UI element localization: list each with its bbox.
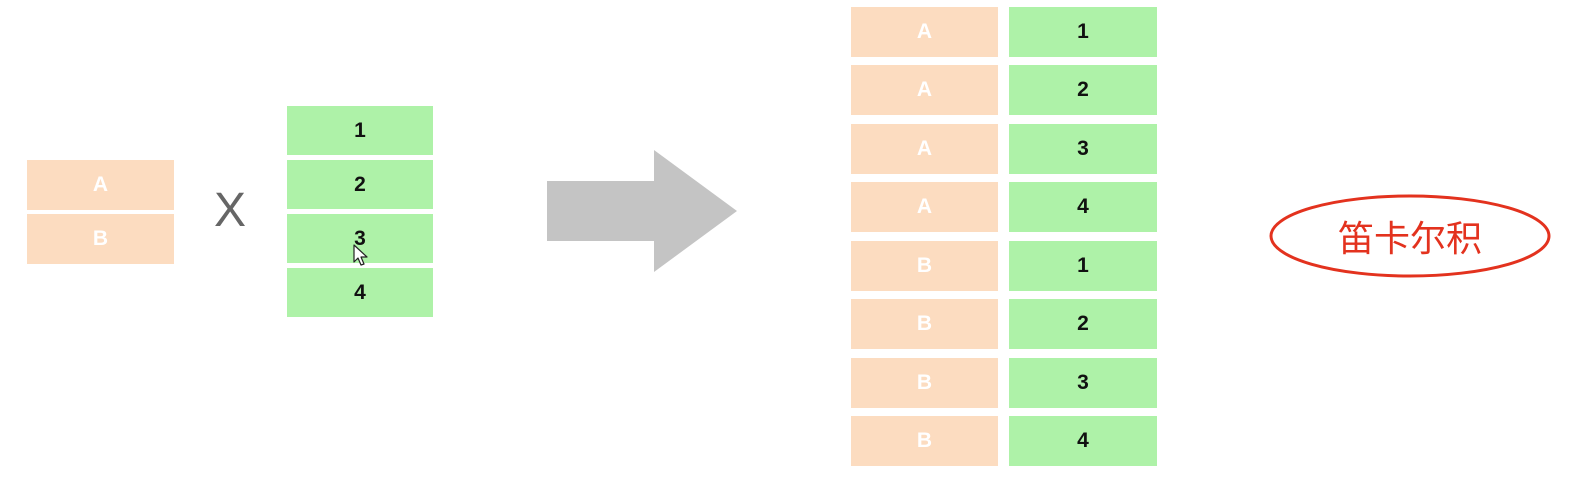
- result-row-6-right: 2: [1009, 299, 1157, 349]
- cartesian-product-label: 笛卡尔积: [1337, 219, 1482, 260]
- set-right-item-2: 2: [287, 160, 433, 209]
- result-row-2-left: A: [851, 65, 998, 115]
- set-right-item-4: 4: [287, 268, 433, 317]
- mouse-cursor-icon: [353, 244, 368, 266]
- result-row-8-right: 4: [1009, 416, 1157, 466]
- result-row-7-right: 3: [1009, 358, 1157, 408]
- multiply-sign: X: [213, 183, 246, 237]
- result-row-4-left: A: [851, 182, 998, 232]
- result-row-1-right: 1: [1009, 7, 1157, 57]
- result-row-5-right: 1: [1009, 241, 1157, 291]
- right-arrow-icon: [547, 150, 737, 272]
- result-row-5-left: B: [851, 241, 998, 291]
- result-row-3-left: A: [851, 124, 998, 174]
- label-ellipse: [1269, 194, 1551, 278]
- set-right-item-1: 1: [287, 106, 433, 155]
- set-left-item-b: B: [27, 214, 174, 264]
- result-row-1-left: A: [851, 7, 998, 57]
- result-row-7-left: B: [851, 358, 998, 408]
- result-row-3-right: 3: [1009, 124, 1157, 174]
- result-row-4-right: 4: [1009, 182, 1157, 232]
- set-left-item-a: A: [27, 160, 174, 210]
- result-row-6-left: B: [851, 299, 998, 349]
- result-row-2-right: 2: [1009, 65, 1157, 115]
- result-row-8-left: B: [851, 416, 998, 466]
